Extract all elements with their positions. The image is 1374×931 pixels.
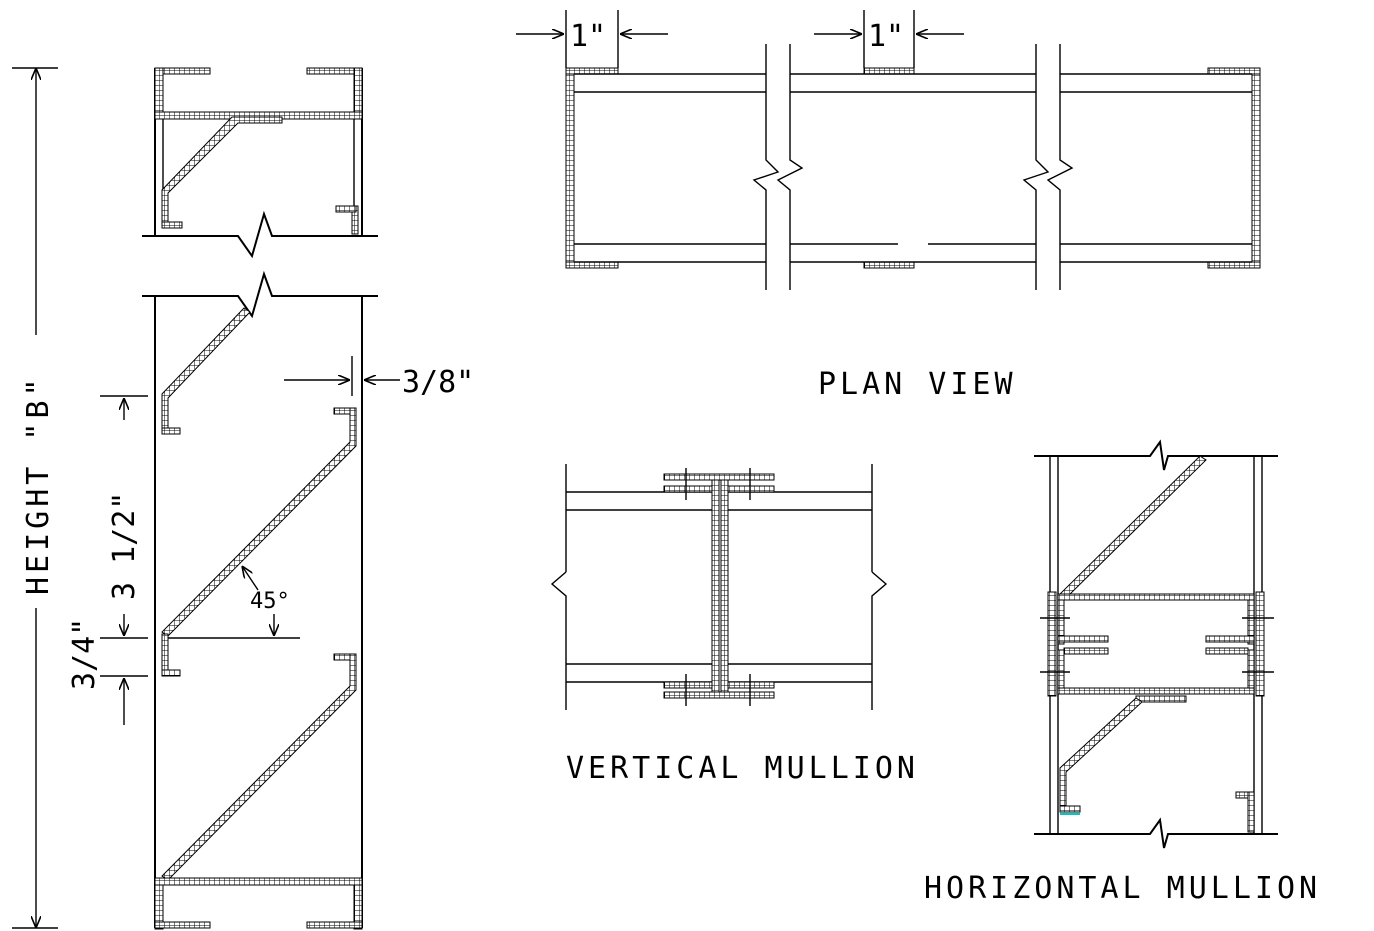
blade-spacing-label: 3 1/2" bbox=[107, 492, 142, 600]
frame-thickness-label: 3/8" bbox=[402, 365, 474, 400]
vertical-mullion: VERTICAL MULLION bbox=[550, 464, 919, 786]
angle-dimension: 45° bbox=[242, 566, 290, 636]
plan-view: 1" 1" PLAN VIEW bbox=[516, 10, 1261, 402]
frame-thickness-dimension: 3/8" bbox=[284, 356, 474, 400]
horizontal-mullion-label: HORIZONTAL MULLION bbox=[924, 871, 1321, 906]
plan-flange-left-label: 1" bbox=[570, 19, 606, 54]
vertical-mullion-label: VERTICAL MULLION bbox=[566, 751, 919, 786]
height-label: HEIGHT "B" bbox=[21, 374, 56, 595]
height-dimension: HEIGHT "B" bbox=[12, 67, 58, 929]
horizontal-mullion: HORIZONTAL MULLION bbox=[924, 439, 1321, 906]
plan-flange-mid-label: 1" bbox=[868, 19, 904, 54]
lip-label: 3/4" bbox=[67, 618, 102, 690]
plan-view-label: PLAN VIEW bbox=[818, 367, 1017, 402]
angle-label: 45° bbox=[250, 589, 290, 614]
blade-spacing-dimension: 3 1/2" 3/4" bbox=[67, 395, 148, 725]
louver-section bbox=[142, 67, 378, 930]
